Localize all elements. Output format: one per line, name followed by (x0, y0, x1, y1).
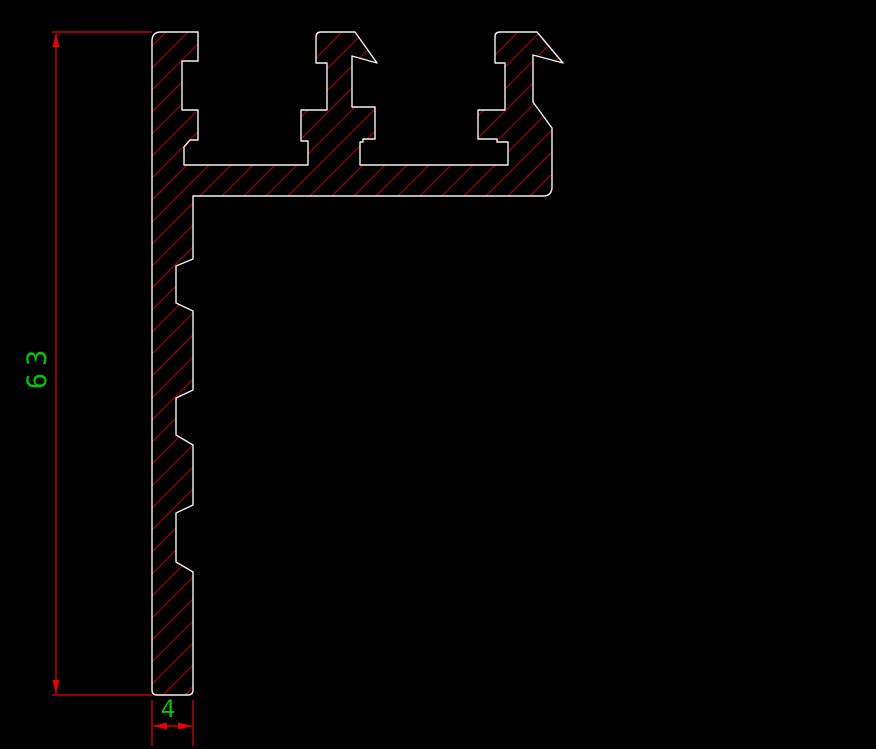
dimension-width[interactable]: 4 (151, 695, 194, 746)
dimension-height[interactable]: 63 (22, 31, 152, 696)
dimension-width-text: 4 (161, 695, 175, 723)
dimension-width-arrow-left (153, 722, 167, 730)
dimension-height-arrow-up (52, 33, 60, 47)
profile-section-entity[interactable] (151, 31, 564, 696)
dimension-height-arrow-down (52, 680, 60, 694)
dimension-height-text: 63 (22, 343, 53, 390)
dimension-width-arrow-right (178, 722, 192, 730)
